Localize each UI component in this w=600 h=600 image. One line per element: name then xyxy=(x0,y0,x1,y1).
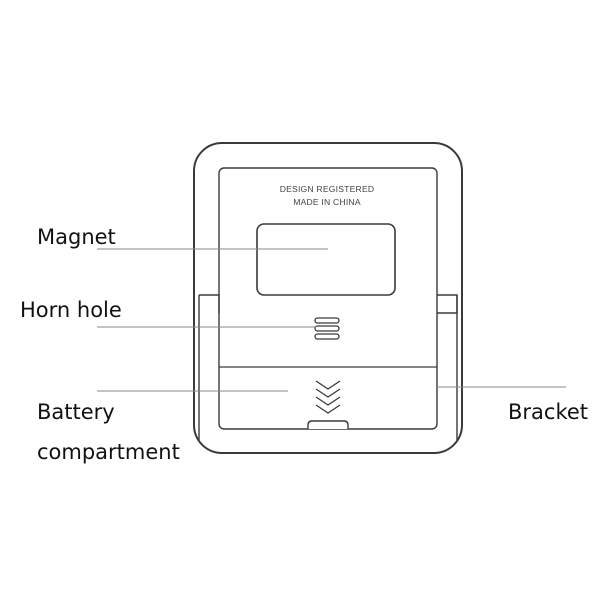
imprint-line-2: MADE IN CHINA xyxy=(293,197,361,207)
battery-tab xyxy=(307,420,349,429)
battery-compartment-label-line-1: Battery xyxy=(37,400,115,424)
magnet-label: Magnet xyxy=(37,225,116,249)
device-inner-panel xyxy=(218,167,438,430)
horn-grille-icon xyxy=(314,317,340,340)
bracket xyxy=(198,294,458,440)
imprint-line-1: DESIGN REGISTERED xyxy=(280,184,375,194)
bracket-left-arm xyxy=(199,294,220,313)
horn-hole-label: Horn hole xyxy=(20,298,122,322)
battery-latch-chevron-icon xyxy=(315,380,341,414)
leader-lines xyxy=(97,248,566,392)
bracket-label: Bracket xyxy=(508,400,589,424)
battery-compartment-label-line-2: compartment xyxy=(37,440,180,464)
magnet-recess xyxy=(256,223,396,296)
